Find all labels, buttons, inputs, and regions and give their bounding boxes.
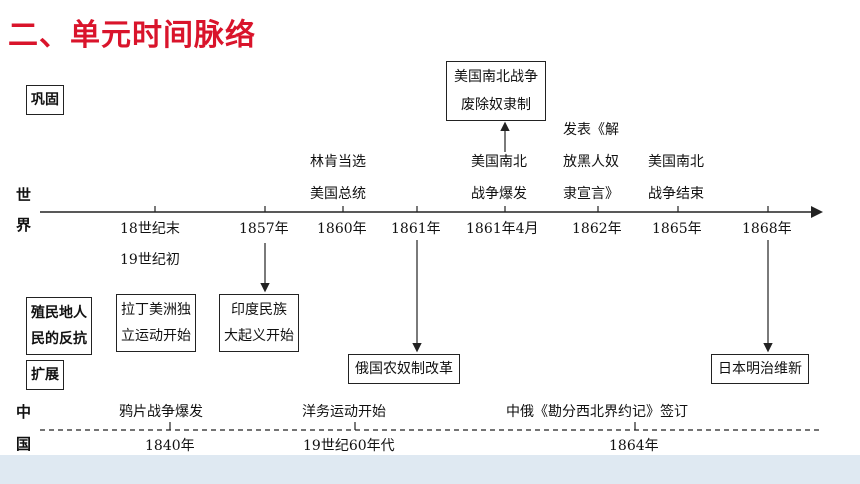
china-event-opium-war: 鸦片战争爆发	[119, 404, 203, 420]
tick-label-1861-4: 1861年4月	[466, 221, 539, 237]
box-us-abolition: 美国南北战争 废除奴隶制	[446, 61, 546, 121]
tick-label-1857: 1857年	[239, 221, 289, 237]
box-japan: 日本明治维新	[711, 354, 809, 384]
label-war-end-1: 美国南北	[648, 154, 704, 170]
bottom-strip	[0, 455, 860, 484]
label-emancipation-1: 发表《解	[563, 122, 619, 138]
tick-label-1860: 1860年	[317, 221, 367, 237]
box-us-abolition-line2: 废除奴隶制	[461, 97, 531, 113]
label-china-2: 国	[16, 435, 32, 453]
label-lincoln-2: 美国总统	[310, 186, 366, 202]
label-emancipation-2: 放黑人奴	[563, 154, 619, 170]
tick-label-1862: 1862年	[572, 221, 622, 237]
label-civil-war-2: 战争爆发	[471, 186, 527, 202]
china-tick-1840: 1840年	[145, 438, 195, 454]
page-title: 二、单元时间脉络	[8, 18, 256, 53]
label-war-end-2: 战争结束	[648, 186, 704, 202]
label-lincoln-1: 林肯当选	[310, 154, 366, 170]
tick-label-18c: 18世纪末	[120, 221, 180, 237]
label-colonial-line1: 殖民地人	[31, 305, 87, 321]
box-india-line2: 大起义开始	[224, 328, 294, 344]
box-india-line1: 印度民族	[231, 302, 287, 318]
china-event-treaty: 中俄《勘分西北界约记》签订	[506, 404, 688, 420]
label-china-1: 中	[16, 403, 32, 421]
box-latin-line2: 立运动开始	[121, 328, 191, 344]
china-tick-1864: 1864年	[609, 438, 659, 454]
box-latin-america: 拉丁美洲独 立运动开始	[116, 294, 196, 352]
tick-label-19c: 19世纪初	[120, 252, 180, 268]
tick-label-1865: 1865年	[652, 221, 702, 237]
world-axis-ticks	[154, 206, 769, 212]
tick-label-1861: 1861年	[391, 221, 441, 237]
label-civil-war-1: 美国南北	[471, 154, 527, 170]
china-event-self-strengthening: 洋务运动开始	[302, 404, 386, 420]
china-axis-ticks	[169, 422, 636, 430]
box-latin-line1: 拉丁美洲独	[121, 302, 191, 318]
label-expand: 扩展	[26, 360, 64, 390]
label-emancipation-3: 隶宣言》	[563, 186, 619, 202]
box-us-abolition-line1: 美国南北战争	[454, 69, 538, 85]
box-india: 印度民族 大起义开始	[219, 294, 299, 352]
label-consolidate: 巩固	[26, 85, 64, 115]
label-colonial: 殖民地人 民的反抗	[26, 297, 92, 355]
china-tick-1860s: 19世纪60年代	[303, 438, 395, 454]
box-russia: 俄国农奴制改革	[348, 354, 460, 384]
diagram-panel	[12, 60, 826, 456]
tick-label-1868: 1868年	[742, 221, 792, 237]
label-world-2: 界	[16, 216, 32, 234]
label-colonial-line2: 民的反抗	[31, 331, 87, 347]
label-world-1: 世	[16, 186, 32, 204]
